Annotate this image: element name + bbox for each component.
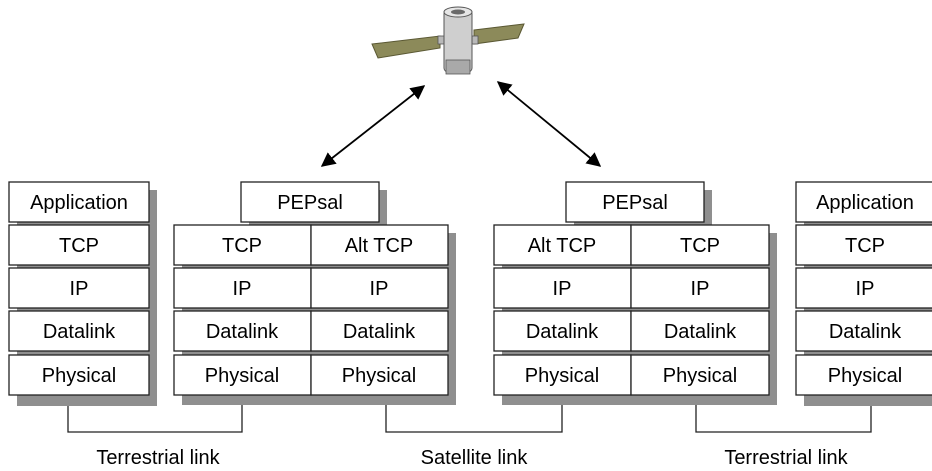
layer-label: TCP — [680, 235, 720, 257]
layer-ip: IP — [795, 267, 932, 309]
layer-label: Datalink — [526, 321, 599, 343]
layer-label: Application — [30, 192, 128, 214]
layer-application: Application — [795, 181, 932, 223]
uplink-arrow-right — [496, 81, 602, 167]
satellite-link-label: Satellite link — [421, 447, 529, 469]
right-host-stack: Application TCP IP Datalink Physical — [795, 181, 932, 406]
layer-label: IP — [691, 278, 710, 300]
pep-right: PEPsal Alt TCP IP Datalink Physical TCP … — [493, 181, 777, 405]
layer-datalink: Datalink — [795, 310, 932, 352]
layer-label: IP — [70, 278, 89, 300]
uplink-arrow-left — [320, 85, 426, 167]
layer-label: TCP — [59, 235, 99, 257]
layer-label: Physical — [42, 365, 116, 387]
layer-label: Datalink — [343, 321, 416, 343]
layer-label: TCP — [222, 235, 262, 257]
left-host-stack: Application TCP IP Datalink Physical — [8, 181, 157, 406]
layer-label: Datalink — [206, 321, 279, 343]
terrestrial-link-left-label: Terrestrial link — [96, 447, 220, 469]
layer-label: Datalink — [43, 321, 116, 343]
pepsal-label: PEPsal — [602, 192, 668, 214]
layer-label: IP — [233, 278, 252, 300]
terrestrial-link-left-wire — [67, 396, 243, 433]
layer-datalink: Datalink — [8, 310, 150, 352]
satellite-side-stack: Alt TCP IP Datalink Physical — [310, 224, 449, 396]
layer-label: IP — [856, 278, 875, 300]
layer-ip: IP — [8, 267, 150, 309]
satellite-icon — [371, 6, 525, 75]
layer-tcp: TCP — [795, 224, 932, 266]
layer-application: Application — [8, 181, 150, 223]
pep-left: PEPsal TCP IP Datalink Physical Alt TCP … — [173, 181, 456, 405]
layer-label: Physical — [663, 365, 737, 387]
pepsal-box: PEPsal — [240, 181, 380, 223]
layer-physical: Physical — [795, 354, 932, 396]
layer-tcp: TCP — [8, 224, 150, 266]
layer-label: Alt TCP — [528, 235, 597, 257]
layer-label: Physical — [828, 365, 902, 387]
layer-label: Datalink — [829, 321, 902, 343]
layer-label: Datalink — [664, 321, 737, 343]
layer-label: Physical — [342, 365, 416, 387]
pepsal-box: PEPsal — [565, 181, 705, 223]
layer-label: IP — [370, 278, 389, 300]
terrestrial-link-right-wire — [695, 396, 872, 433]
layer-label: IP — [553, 278, 572, 300]
pepsal-label: PEPsal — [277, 192, 343, 214]
terrestrial-side-stack: TCP IP Datalink Physical — [173, 224, 312, 396]
layer-label: Alt TCP — [345, 235, 414, 257]
satellite-link-wire — [385, 396, 563, 433]
layer-label: Physical — [205, 365, 279, 387]
terrestrial-link-right-label: Terrestrial link — [724, 447, 848, 469]
layer-label: Physical — [525, 365, 599, 387]
terrestrial-side-stack: TCP IP Datalink Physical — [630, 224, 770, 396]
layer-label: Application — [816, 192, 914, 214]
layer-physical: Physical — [8, 354, 150, 396]
layer-label: TCP — [845, 235, 885, 257]
